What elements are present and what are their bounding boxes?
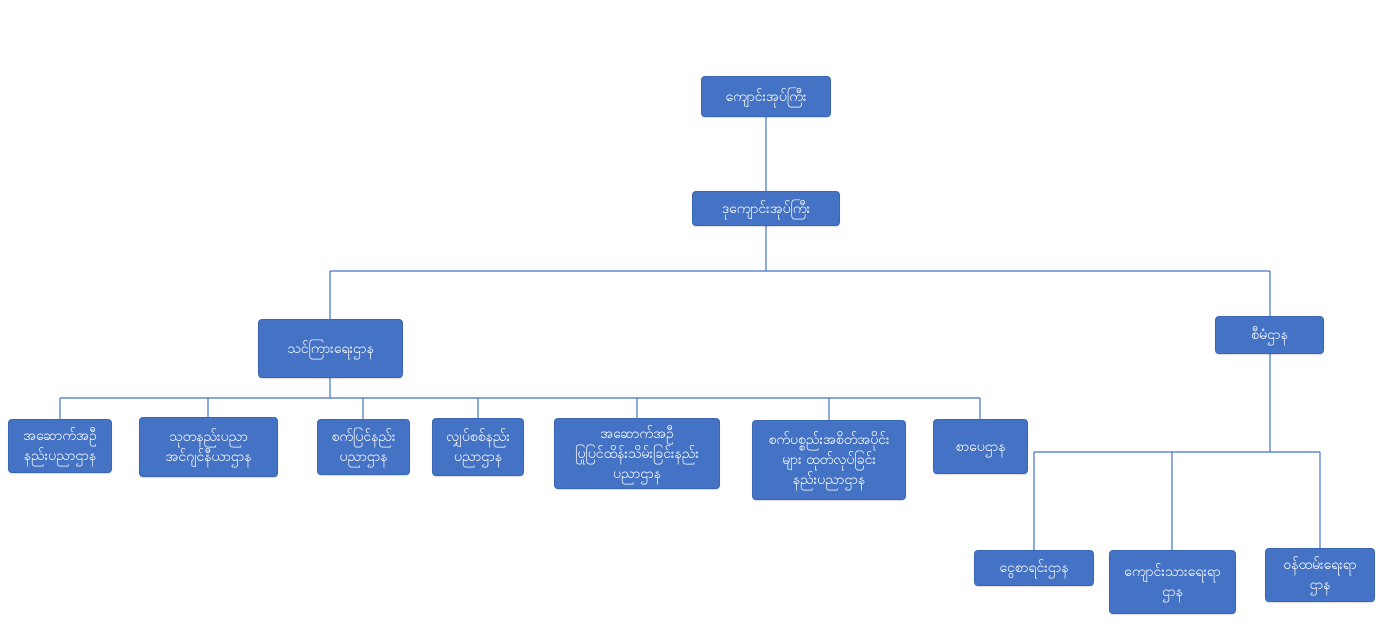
node-admin-2[interactable]: ကျောင်းသားရေးရာ ဌာန: [1109, 550, 1236, 614]
node-academic-label: သင်ကြားရေးဌာန: [287, 340, 374, 357]
node-dept-2-label: သုတနည်းပညာ အင်ဂျင်နီယာဌာန: [165, 429, 252, 465]
node-dept-5[interactable]: အဆောက်အဦ ပြုပြင်ထိန်းသိမ်းခြင်းနည်း ပညာဌ…: [554, 418, 720, 489]
node-dept-6-label: စက်ပစ္စည်းအစိတ်အပိုင်း များ ထုတ်လုပ်ခြင်…: [768, 432, 890, 488]
node-admin-3[interactable]: ဝန်ထမ်းရေးရာ ဌာန: [1265, 548, 1375, 602]
node-dept-7-label: စာပေဌာန: [955, 438, 1006, 455]
node-dept-4[interactable]: လျှပ်စစ်နည်း ပညာဌာန: [432, 418, 524, 476]
node-principal-label: ကျောင်းအုပ်ကြီး: [725, 88, 807, 105]
node-vice-principal-label: ဒုကျောင်းအုပ်ကြီး: [721, 200, 811, 217]
node-dept-6[interactable]: စက်ပစ္စည်းအစိတ်အပိုင်း များ ထုတ်လုပ်ခြင်…: [752, 420, 906, 500]
node-dept-4-label: လျှပ်စစ်နည်း ပညာဌာန: [446, 429, 510, 465]
node-dept-7[interactable]: စာပေဌာန: [933, 419, 1028, 474]
node-dept-3-label: စက်ပြင်နည်း ပညာဌာန: [331, 429, 396, 465]
node-dept-5-label: အဆောက်အဦ ပြုပြင်ထိန်းသိမ်းခြင်းနည်း ပညာဌ…: [575, 425, 699, 482]
node-dept-1-label: အဆောက်အဦ နည်းပညာဌာန: [23, 428, 97, 464]
node-vice-principal[interactable]: ဒုကျောင်းအုပ်ကြီး: [692, 191, 840, 226]
node-admin-1[interactable]: ငွေစာရင်းဌာန: [974, 550, 1094, 586]
node-dept-3[interactable]: စက်ပြင်နည်း ပညာဌာန: [317, 419, 410, 475]
node-administration[interactable]: စီမံဌာန: [1215, 316, 1324, 354]
node-admin-3-label: ဝန်ထမ်းရေးရာ ဌာန: [1283, 557, 1357, 593]
node-admin-2-label: ကျောင်းသားရေးရာ ဌာန: [1124, 564, 1221, 600]
node-principal[interactable]: ကျောင်းအုပ်ကြီး: [701, 76, 831, 117]
node-dept-2[interactable]: သုတနည်းပညာ အင်ဂျင်နီယာဌာန: [139, 417, 278, 477]
node-admin-1-label: ငွေစာရင်းဌာန: [999, 560, 1069, 576]
node-dept-1[interactable]: အဆောက်အဦ နည်းပညာဌာန: [8, 419, 112, 473]
node-administration-label: စီမံဌာန: [1251, 327, 1288, 343]
node-academic[interactable]: သင်ကြားရေးဌာန: [258, 319, 403, 378]
